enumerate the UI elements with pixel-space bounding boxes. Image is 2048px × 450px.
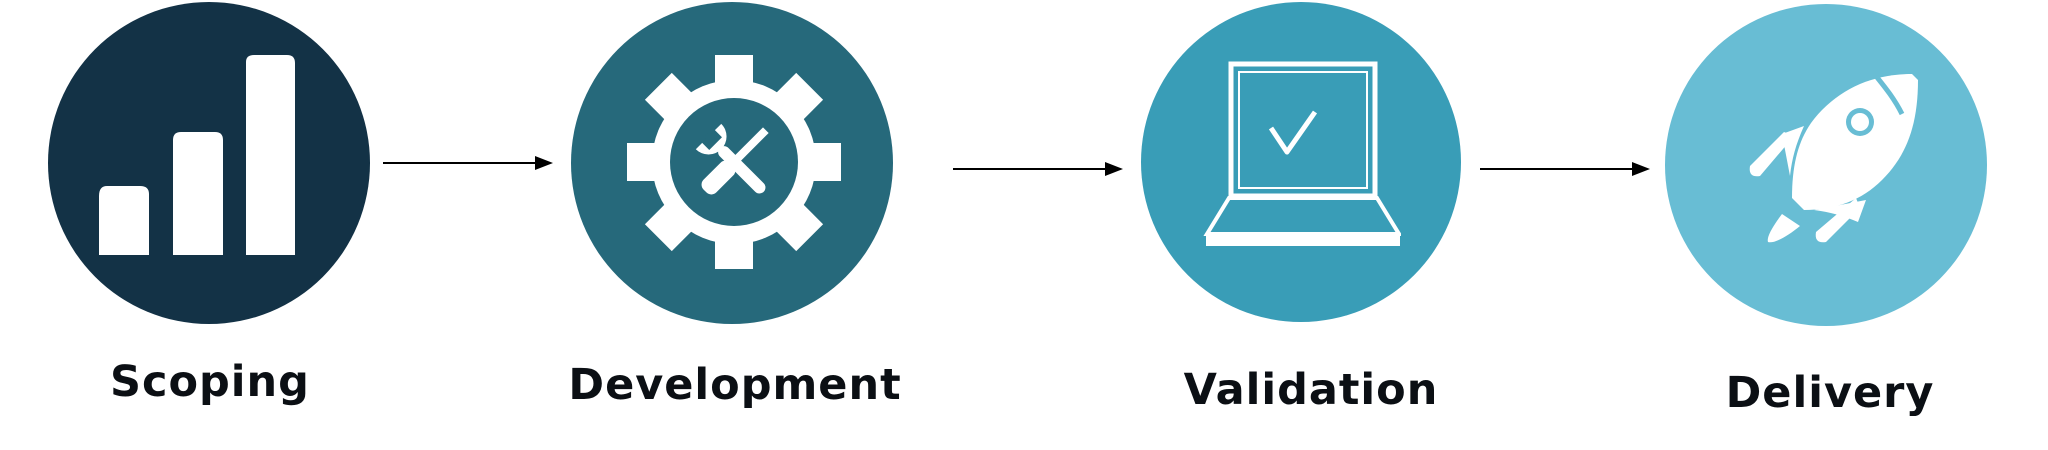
arrow-development-to-validation xyxy=(953,162,1123,176)
laptop-check-icon xyxy=(1203,61,1401,246)
step-label-validation: Validation xyxy=(1183,365,1439,415)
step-label-scoping: Scoping xyxy=(110,357,310,407)
step-label-delivery: Delivery xyxy=(1725,368,1935,418)
rocket-icon xyxy=(1749,74,1918,243)
bar-chart-icon xyxy=(99,55,295,255)
arrow-scoping-to-development xyxy=(383,156,553,170)
step-label-development: Development xyxy=(568,360,902,410)
arrow-validation-to-delivery xyxy=(1480,162,1650,176)
gear-tools-icon xyxy=(627,55,841,269)
